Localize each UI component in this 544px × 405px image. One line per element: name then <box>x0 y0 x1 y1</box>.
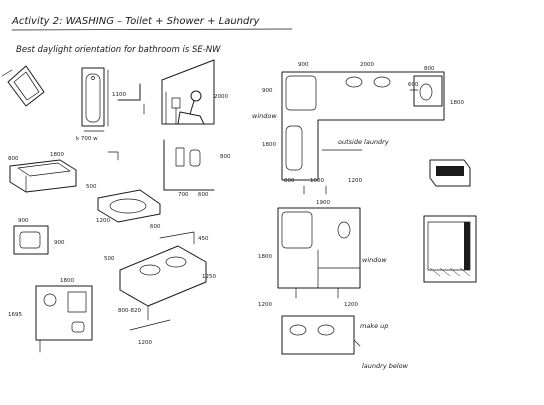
dim-counter-l: 1200 <box>138 340 152 346</box>
basin-3d-sketch <box>97 151 161 223</box>
note-window-2: window <box>362 256 387 264</box>
note-outside-laundry: outside laundry <box>338 138 389 146</box>
sheet-subtitle: Best daylight orientation for bathroom i… <box>16 45 221 55</box>
title-underline <box>11 28 293 31</box>
dim-basin-len: 1200 <box>96 218 110 224</box>
vanity-counter-sketch <box>119 231 207 331</box>
wc-elevation-sketch <box>161 59 215 125</box>
detail-block-sketch-2 <box>423 215 477 283</box>
sheet-title: Activity 2: WASHING – Toilet + Shower + … <box>11 16 260 27</box>
dim-bot-c: 1200 <box>348 178 362 184</box>
note-make-up: make up <box>360 322 388 330</box>
dim-sink-w: 500 <box>104 256 115 262</box>
dim-plan-h: 1695 <box>8 312 22 318</box>
dim-bath-len: 1100 <box>112 92 126 98</box>
dim-counter-w: 800-820 <box>118 308 141 314</box>
dim-box-w: 600 <box>408 82 419 88</box>
dim-wc-a: 700 <box>178 192 189 198</box>
dim-bot-left: 1200 <box>258 302 272 308</box>
dim-bot-a: 800 <box>284 178 295 184</box>
note-window-1: window <box>252 112 277 120</box>
bathtub-plan-sketch <box>81 67 109 132</box>
dim-bot-b: 1000 <box>310 178 324 184</box>
detail-block-sketch-1 <box>429 159 471 187</box>
dim-left-h2: 1800 <box>262 142 276 148</box>
dim-bath2-l: 1800 <box>50 152 64 158</box>
dim-right-h: 1800 <box>450 100 464 106</box>
dim-sq-h: 900 <box>54 240 65 246</box>
tilted-bathtub-sketch <box>1 65 45 107</box>
dim-bath-w: k 700 w <box>76 136 98 142</box>
dim-top-c: 800 <box>424 66 435 72</box>
bathroom-plan-left-sketch <box>35 285 93 353</box>
note-laundry-below: laundry below <box>362 362 409 370</box>
dim-sink-d: 1250 <box>202 274 216 280</box>
dim-bot-right: 1200 <box>344 302 358 308</box>
dim-wc-c: 800 <box>220 154 231 160</box>
dim-plan-w: 1800 <box>60 278 74 284</box>
vanity-plan-sketch <box>281 315 361 355</box>
dim-top-b: 2000 <box>360 62 374 68</box>
dim-mid-left: 1800 <box>258 254 272 260</box>
dim-top-a: 900 <box>298 62 309 68</box>
dim-sq-w: 900 <box>18 218 29 224</box>
dim-wc-b: 600 <box>198 192 209 198</box>
dim-shower: 500 <box>86 184 97 190</box>
square-unit-sketch <box>13 225 49 255</box>
middle-plan-sketch <box>277 207 361 299</box>
corner-bracket-sketch <box>117 83 141 101</box>
dim-basin-w: 600 <box>150 224 161 230</box>
top-l-plan-sketch <box>281 71 445 181</box>
wc-plan-sketch <box>163 139 215 191</box>
dim-sink-h: 450 <box>198 236 209 242</box>
dim-mid-top: 1900 <box>316 200 330 206</box>
dim-wc-h: 2000 <box>214 94 228 100</box>
dim-bath2-w: 800 <box>8 156 19 162</box>
bathtub-3d-sketch <box>9 159 77 193</box>
dim-left-h: 900 <box>262 88 273 94</box>
